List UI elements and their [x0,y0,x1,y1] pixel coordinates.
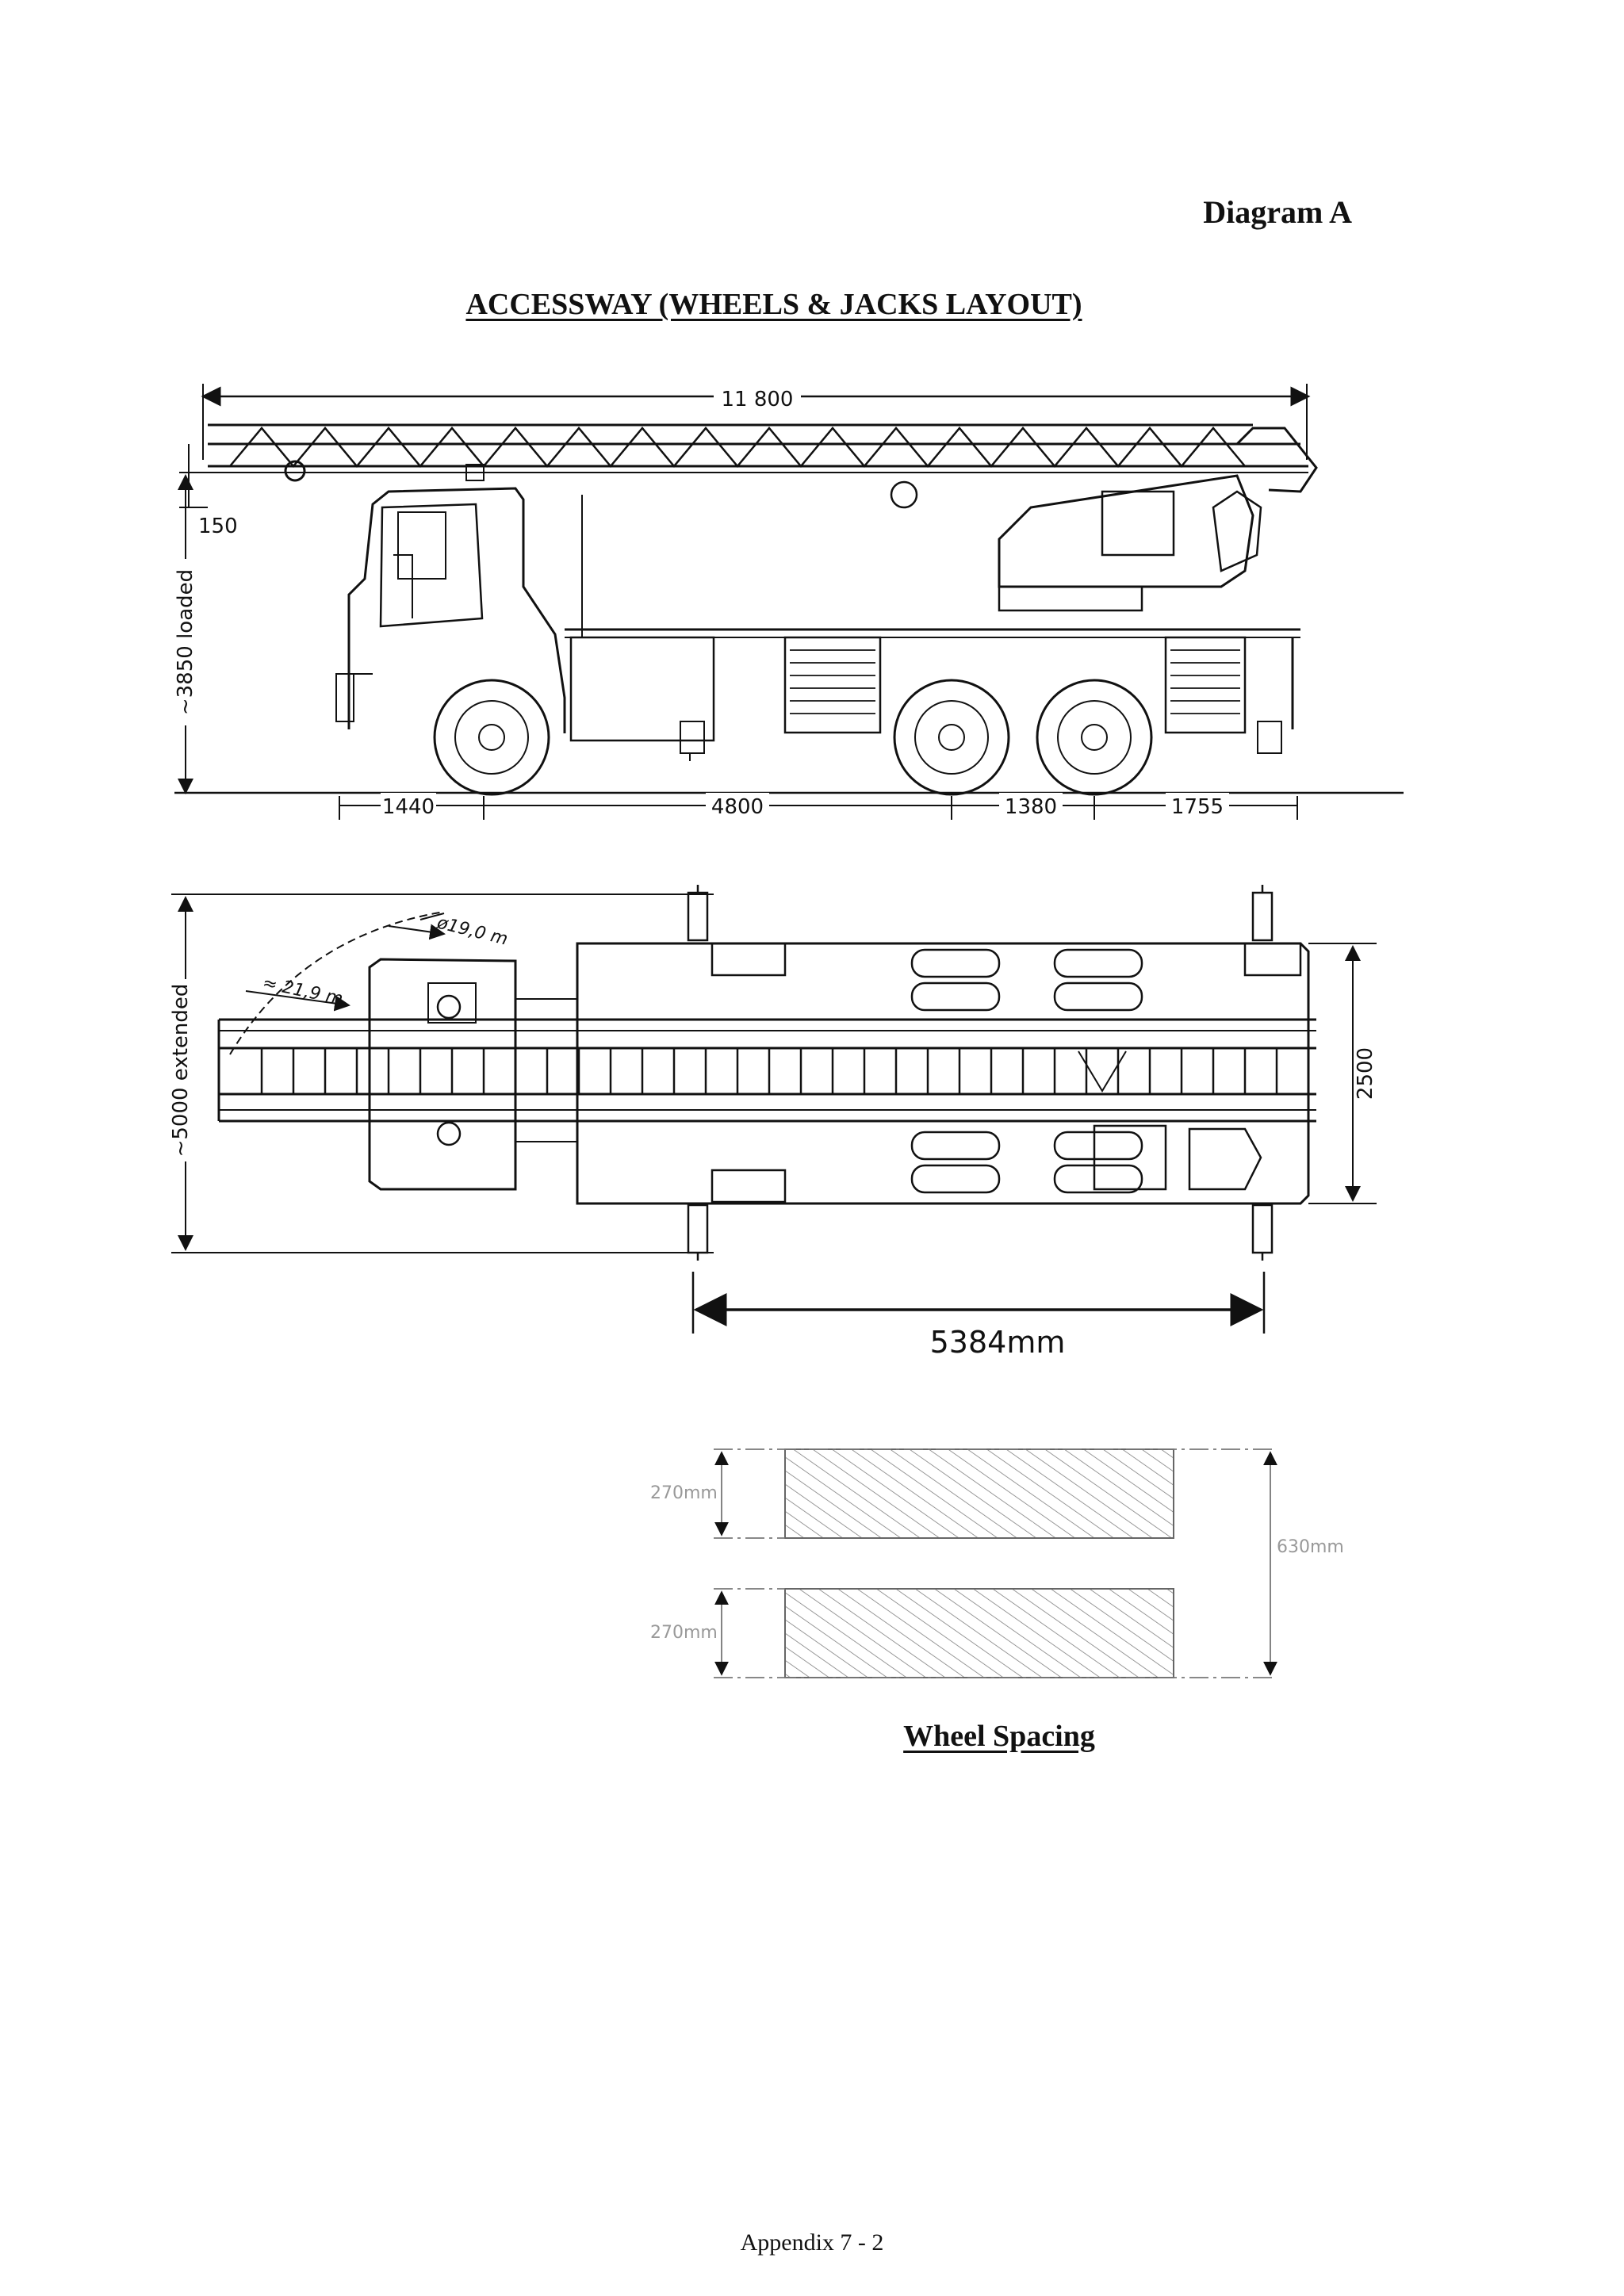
diagram-label: Diagram A [1203,194,1352,230]
segment-label-3: 1380 [1005,795,1057,819]
wheel-pad-bottom [784,1588,1174,1678]
pad-top-dimension: 270mm [650,1483,718,1503]
pad-bottom-dimension: 270mm [650,1623,718,1643]
cab-top [368,958,517,1191]
page-footer: Appendix 7 - 2 [740,2229,884,2256]
wheel-spacing-diagram: 270mm 270mm 630mm [650,1448,1344,1678]
page-title: ACCESSWAY (WHEELS & JACKS LAYOUT) [465,288,1082,321]
segment-label-4: 1755 [1171,795,1224,819]
turntable [998,474,1262,612]
body-top [515,942,1310,1205]
overall-length-label: 11 800 [722,388,794,411]
height-label: ~3850 loaded [174,569,197,715]
extended-width-label: ~5000 extended [169,984,193,1158]
segment-label-1: 1440 [382,795,435,819]
radius-inner-label: ≈ 21,9 m [261,973,345,1009]
ladder-top [217,1018,1316,1123]
body-width-label: 2500 [1354,1047,1377,1100]
total-dimension: 630mm [1277,1537,1344,1557]
side-view [174,384,1404,820]
truck-body [565,480,1300,742]
truck-cab [335,464,566,733]
wheel-spacing-title: Wheel Spacing [903,1720,1095,1753]
ladder-truss [208,423,1318,493]
wheel-pad-top [784,1448,1174,1539]
top-view [171,885,1377,1334]
ladder-offset-label: 150 [198,515,238,538]
outrigger-jacks [687,885,1274,1261]
side-wheels [433,679,1282,796]
segment-label-2: 4800 [711,795,764,819]
jack-span-label: 5384mm [930,1325,1066,1360]
radius-outer-label: ø19,0 m [435,913,510,949]
